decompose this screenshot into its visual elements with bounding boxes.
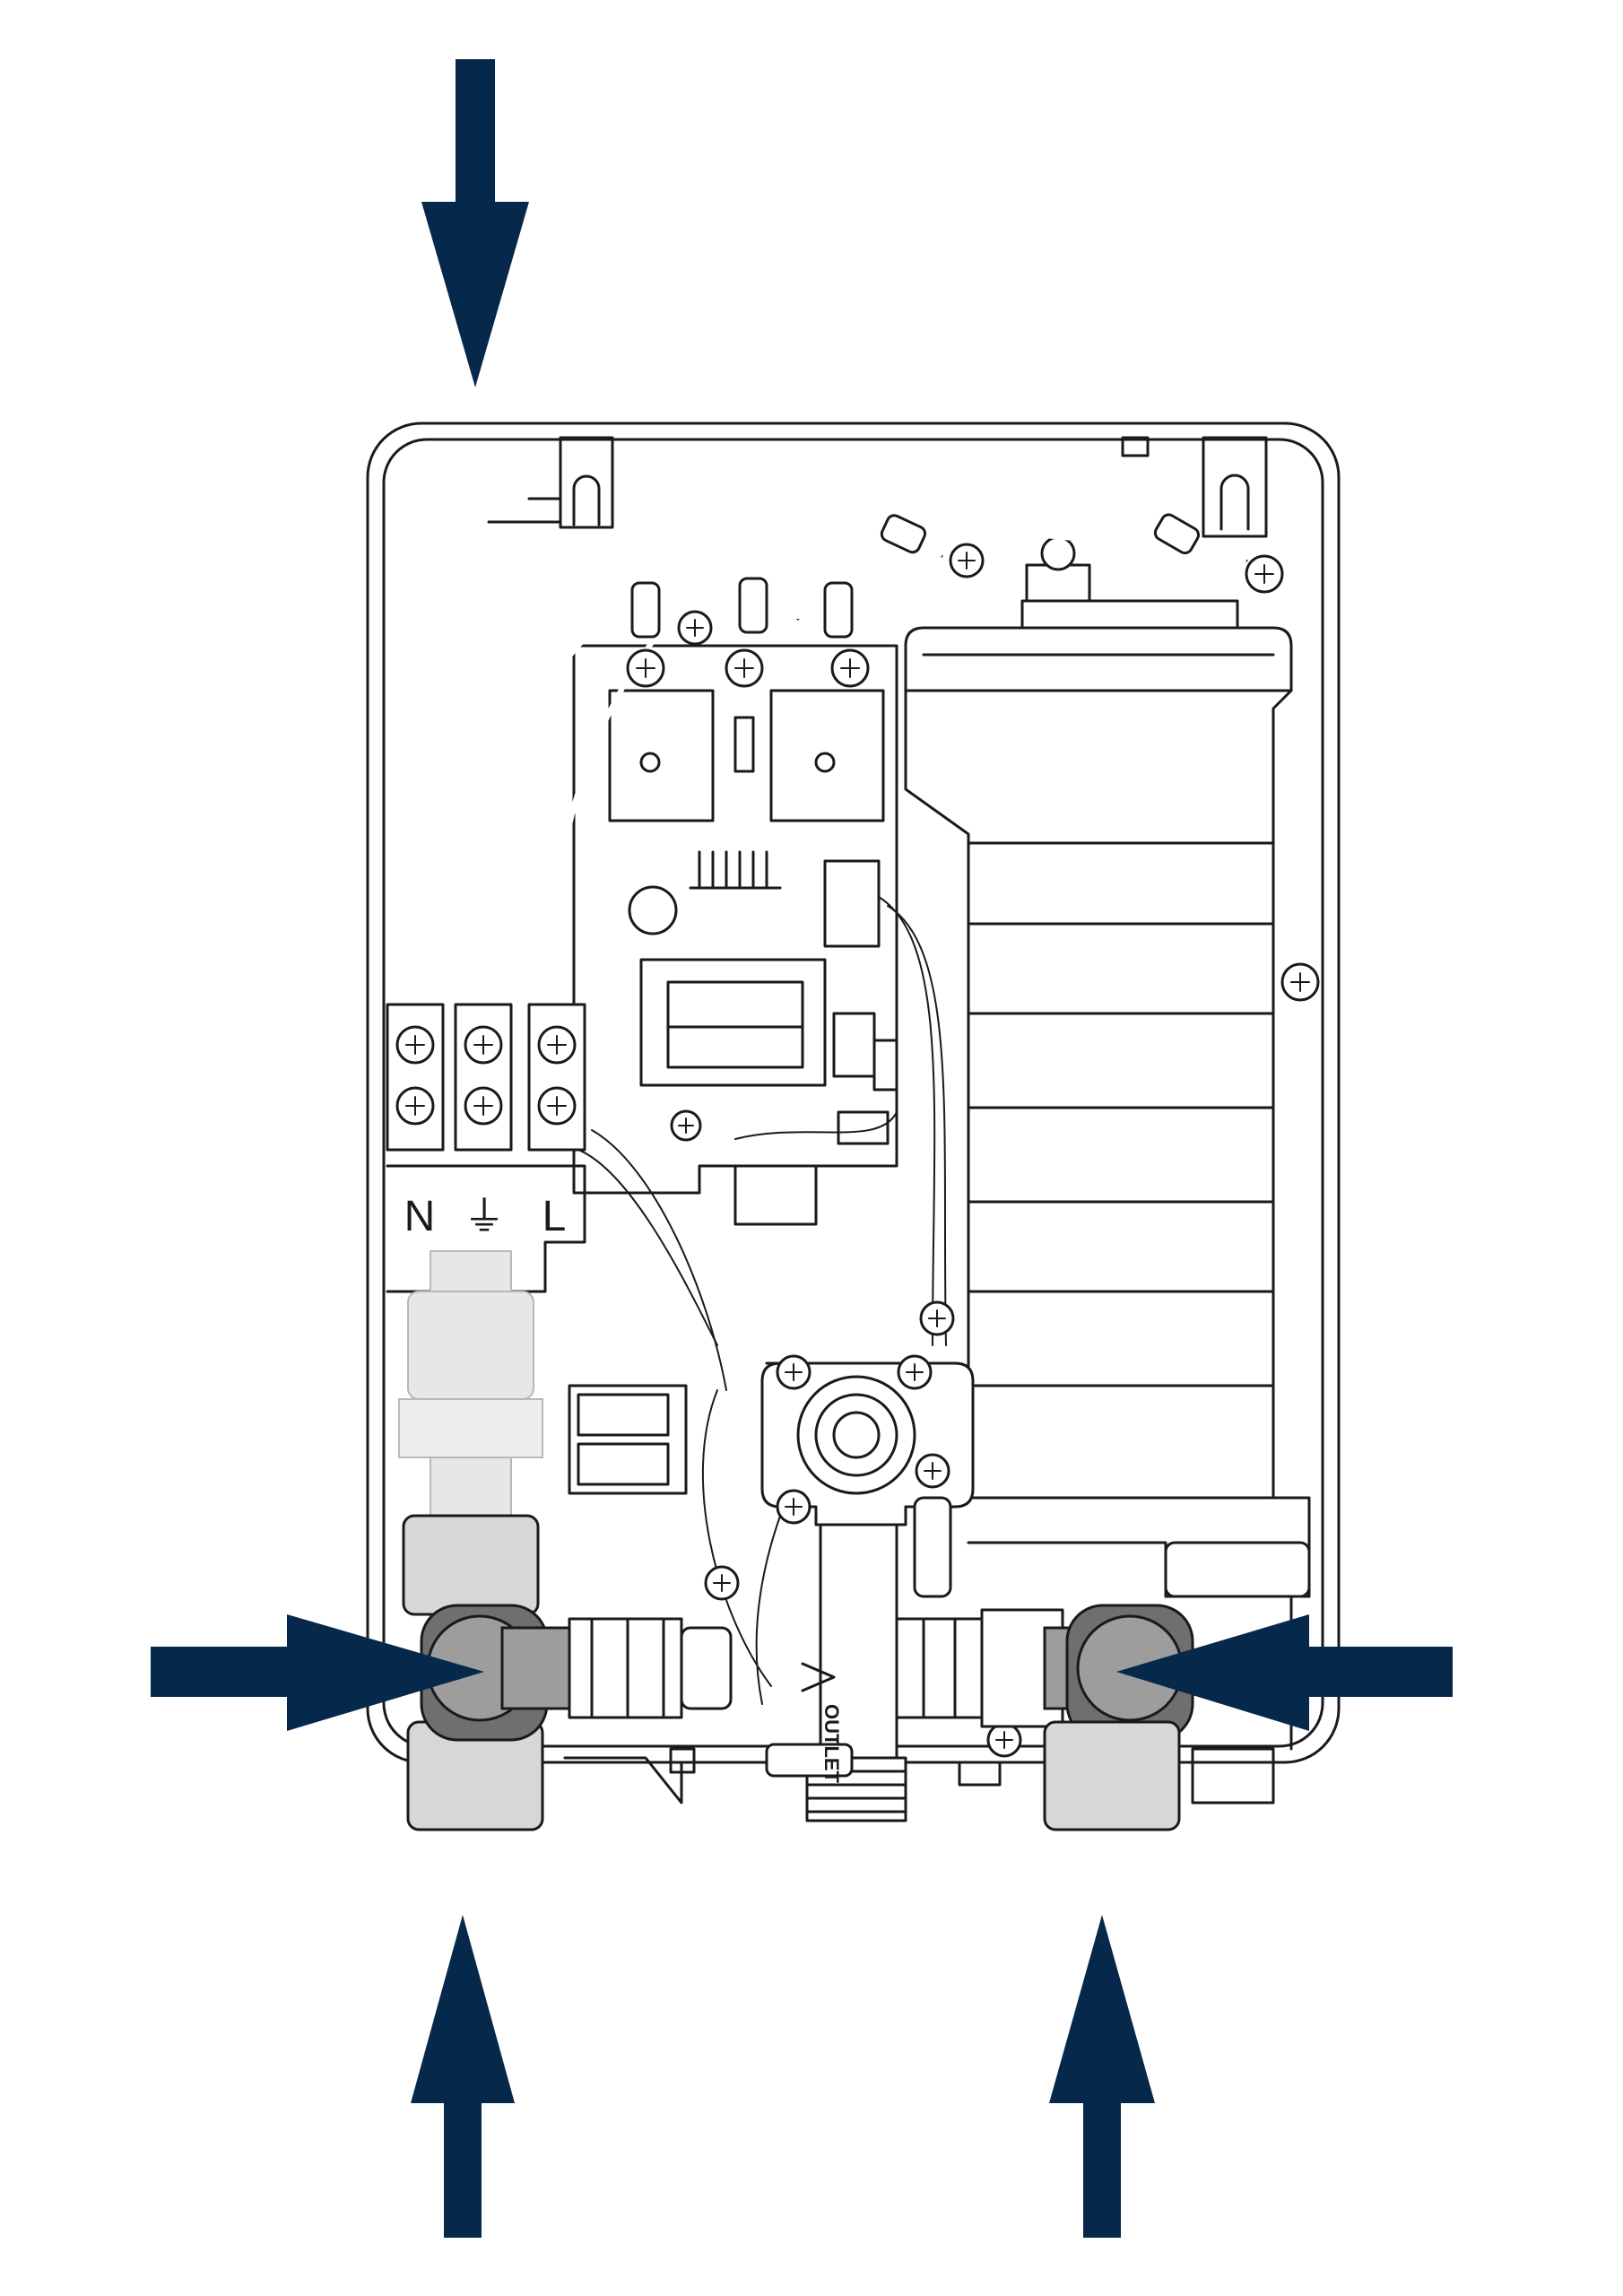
arrow-bottom-left bbox=[411, 1915, 515, 2238]
terminal-label-earth: ⏚ bbox=[464, 1193, 505, 1239]
arrow-left bbox=[151, 1614, 484, 1731]
terminal-label-neutral: N bbox=[404, 1193, 436, 1240]
mounting-keyhole-right bbox=[1202, 436, 1268, 538]
inlet-connector-right bbox=[895, 1608, 1064, 1728]
housing-notch bbox=[1121, 436, 1150, 457]
solenoid-valve bbox=[568, 1354, 975, 1526]
outlet-label: OUTLET bbox=[820, 1704, 843, 1784]
housing-rib bbox=[487, 497, 562, 524]
arrow-top bbox=[421, 59, 529, 387]
outlet-label-text: OUTLET bbox=[820, 1704, 843, 1784]
arrow-bottom-right bbox=[1049, 1915, 1155, 2238]
screws bbox=[626, 543, 1320, 1758]
power-cables bbox=[425, 499, 1248, 1705]
mounting-keyhole-left bbox=[559, 436, 614, 529]
inlet-pipe-vertical bbox=[398, 1250, 543, 1530]
terminal-label-live: L bbox=[542, 1193, 567, 1240]
inlet-push-fitting-right bbox=[1043, 1720, 1181, 1831]
heater-tank bbox=[904, 626, 1311, 1598]
arrow-right bbox=[1116, 1614, 1453, 1731]
terminal-block bbox=[386, 1003, 586, 1293]
inlet-connector-pipe bbox=[568, 1617, 733, 1719]
control-board bbox=[572, 644, 898, 1226]
inlet-valve-left bbox=[420, 1604, 571, 1742]
outlet-pipe bbox=[765, 1496, 952, 1822]
thermal-cutout bbox=[1020, 535, 1239, 630]
inlet-push-fitting-top bbox=[402, 1514, 540, 1616]
ring-terminals bbox=[630, 513, 1200, 639]
